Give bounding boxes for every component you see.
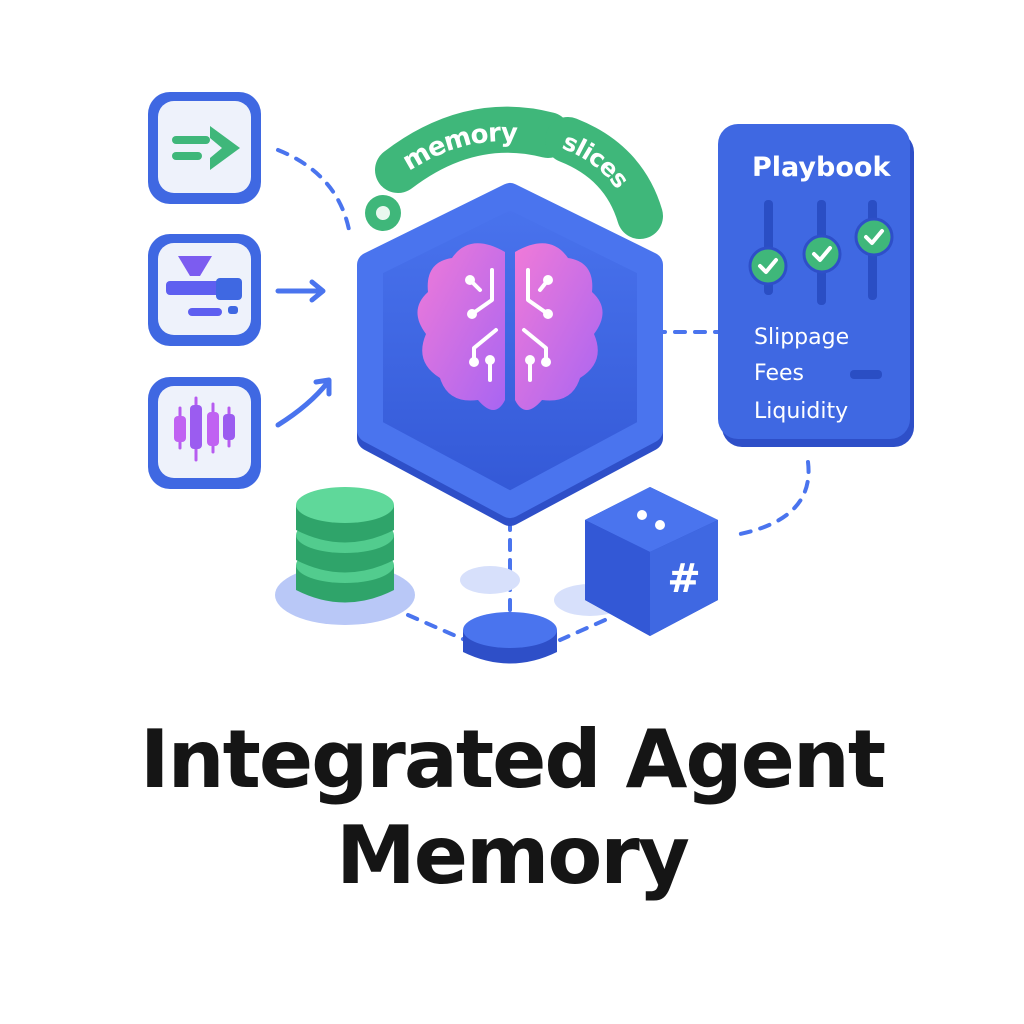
slider-check-1 bbox=[748, 246, 788, 286]
connector-playbook-to-cube bbox=[733, 460, 811, 537]
playbook-item-slippage: Slippage bbox=[754, 325, 849, 350]
input-arrows bbox=[275, 279, 332, 428]
slider-check-2 bbox=[802, 234, 842, 274]
input-card-candles bbox=[148, 377, 261, 489]
playbook-title: Playbook bbox=[752, 152, 891, 183]
storage-disc bbox=[463, 612, 557, 664]
arrow-chart-to-hub bbox=[275, 377, 332, 428]
arrow-flow-to-hub bbox=[275, 279, 326, 303]
input-card-arrow bbox=[148, 92, 261, 204]
database-icon bbox=[275, 487, 415, 625]
diagram-title: Integrated Agent Memory bbox=[0, 712, 1024, 904]
memory-slices-arc: memory slices bbox=[365, 106, 663, 239]
connector-arrow-to-hub bbox=[276, 148, 352, 237]
hash-symbol: # bbox=[667, 556, 701, 602]
brain-icon bbox=[417, 243, 603, 410]
floor-shadow-left bbox=[460, 566, 520, 594]
connector-db-to-disc bbox=[406, 613, 467, 642]
fees-indicator bbox=[850, 370, 882, 379]
title-line-2: Memory bbox=[336, 809, 690, 902]
hash-cube: # bbox=[585, 487, 718, 636]
playbook-sliders bbox=[748, 200, 894, 305]
input-card-flow bbox=[148, 234, 261, 346]
playbook-panel: Playbook Slippage Fees Liquidity bbox=[718, 124, 914, 447]
memory-hub bbox=[357, 183, 663, 526]
playbook-item-fees: Fees bbox=[754, 361, 804, 386]
title-line-1: Integrated Agent bbox=[139, 713, 886, 806]
arrow-right-icon bbox=[172, 126, 240, 170]
connector-lines bbox=[276, 148, 811, 642]
slider-check-3 bbox=[854, 217, 894, 257]
flow-chart-icon bbox=[166, 256, 242, 316]
arc-label-memory: memory bbox=[398, 118, 519, 177]
playbook-item-liquidity: Liquidity bbox=[754, 399, 848, 424]
connector-cube-to-disc bbox=[558, 618, 607, 642]
